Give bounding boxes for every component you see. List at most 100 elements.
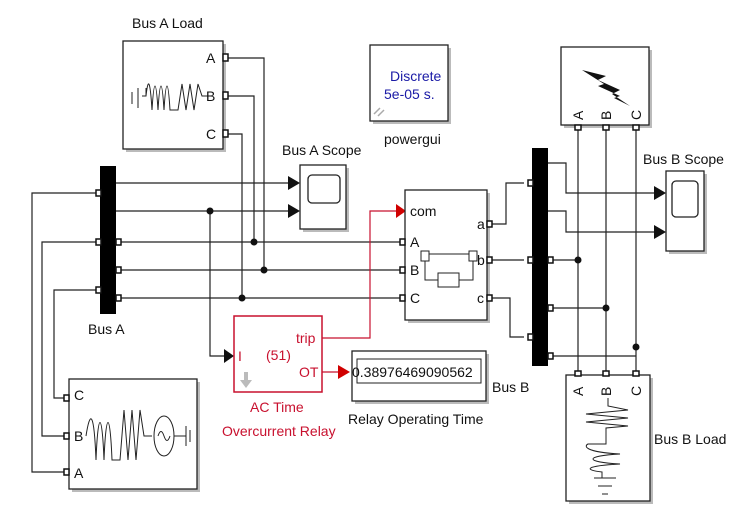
breaker-switch-icon <box>420 250 478 288</box>
port-a[interactable] <box>574 124 582 131</box>
bus-a-label: Bus A <box>88 321 125 337</box>
port-a[interactable] <box>486 220 493 228</box>
port-b[interactable] <box>602 370 610 377</box>
relay-label-1: AC Time <box>250 399 304 415</box>
bus-a-load-block[interactable]: Bus A Load A B C <box>122 15 229 152</box>
bus-a-scope-block[interactable]: Bus A Scope <box>282 142 362 232</box>
port-label-c: c <box>477 290 484 306</box>
port-label-b: B <box>206 88 215 104</box>
port-c[interactable] <box>222 129 229 138</box>
arrow-busa-scope-1 <box>288 176 300 190</box>
port-label-b: B <box>598 387 614 396</box>
wire-busb-scope-2 <box>548 210 656 233</box>
source-box[interactable] <box>68 378 198 490</box>
scope-screen-icon <box>307 174 341 204</box>
arrow-busa-scope-2 <box>288 204 300 218</box>
junction-dot <box>250 238 258 246</box>
port-C[interactable] <box>399 294 406 302</box>
bus-b-scope-label: Bus B Scope <box>643 151 724 167</box>
relay-block[interactable]: I (51) trip OT AC Time Overcurrent Relay <box>222 315 336 439</box>
junctions <box>206 207 640 351</box>
breaker-block[interactable]: com A B C a b c <box>399 189 493 323</box>
bus-b-load-box[interactable] <box>565 374 651 502</box>
wire-source-c <box>53 289 96 399</box>
port[interactable] <box>527 333 534 341</box>
port[interactable] <box>547 256 554 264</box>
port[interactable] <box>527 179 534 187</box>
port-label-b: b <box>477 252 485 268</box>
display-block[interactable]: 0.38976469090562 Relay Operating Time <box>348 350 489 427</box>
bus-a-bar[interactable] <box>100 166 116 314</box>
port-b[interactable] <box>486 256 493 264</box>
junction-dot <box>632 343 640 351</box>
bus-a-load-box[interactable] <box>122 40 224 150</box>
down-arrow-icon <box>240 372 252 388</box>
bus-b-block[interactable]: Bus B <box>492 148 554 395</box>
port-label-a: A <box>570 110 586 120</box>
port[interactable] <box>95 189 102 197</box>
port-b[interactable] <box>63 432 70 440</box>
port-b[interactable] <box>222 91 229 100</box>
relay-box[interactable] <box>233 315 323 393</box>
bus-a-block[interactable]: Bus A <box>88 166 125 337</box>
wire-source-b <box>41 241 96 437</box>
port-a[interactable] <box>574 370 582 377</box>
port[interactable] <box>95 286 102 294</box>
link-icon <box>373 107 385 117</box>
port-c[interactable] <box>486 294 493 302</box>
port[interactable] <box>527 256 534 264</box>
bus-b-load-block[interactable]: A B C Bus B Load <box>565 370 726 504</box>
arrow-busb-scope-2 <box>654 225 666 239</box>
port-b[interactable] <box>602 124 610 131</box>
arrow-relay-in <box>224 349 234 363</box>
port-c[interactable] <box>632 370 640 377</box>
port-label-A: A <box>410 234 420 250</box>
port-label-b: B <box>74 428 83 444</box>
powergui-box[interactable] <box>369 44 449 122</box>
rl-source-icon <box>85 409 152 461</box>
port[interactable] <box>115 294 122 302</box>
wire-source-a <box>31 192 96 473</box>
display-label: Relay Operating Time <box>348 411 484 427</box>
port-A[interactable] <box>399 238 406 246</box>
arrow-ot <box>338 365 350 379</box>
port[interactable] <box>547 304 554 312</box>
wire-busa-load-b <box>228 95 255 242</box>
wire-brk-c <box>490 297 524 338</box>
wires <box>31 57 656 473</box>
source-block[interactable]: C B A <box>63 378 200 492</box>
arrow-com <box>396 204 406 218</box>
relay-operating-time-value: 0.38976469090562 <box>352 364 473 380</box>
junction-dot <box>238 294 246 302</box>
relay-input-label: I <box>238 348 242 364</box>
port-label-C: C <box>410 290 420 306</box>
port-label-a: A <box>74 465 84 481</box>
port-a[interactable] <box>222 53 229 62</box>
bus-a-scope-label: Bus A Scope <box>282 142 362 158</box>
port-label-com: com <box>410 203 436 219</box>
port-c[interactable] <box>63 394 70 402</box>
port-label-c: C <box>206 126 216 142</box>
relay-label-2: Overcurrent Relay <box>222 423 336 439</box>
port-label-a: A <box>570 386 586 396</box>
scope-screen-icon <box>671 180 699 218</box>
wire-busa-load-c <box>228 133 243 298</box>
port[interactable] <box>547 352 554 360</box>
fault-block[interactable]: A B C <box>560 46 652 131</box>
port-B[interactable] <box>399 266 406 274</box>
bus-b-bar[interactable] <box>532 148 548 366</box>
bus-b-scope-block[interactable]: Bus B Scope <box>643 151 724 254</box>
port[interactable] <box>115 266 122 274</box>
wire-relay-input <box>209 211 226 357</box>
port[interactable] <box>95 238 102 246</box>
bus-a-load-label: Bus A Load <box>132 15 203 31</box>
port-label-c: C <box>74 387 84 403</box>
port-a[interactable] <box>63 468 70 476</box>
port[interactable] <box>115 238 122 246</box>
rlc-load-icon <box>585 398 629 495</box>
powergui-block[interactable]: Discrete 5e-05 s. powergui <box>369 44 451 147</box>
sine-icon <box>157 431 171 441</box>
bus-b-load-label: Bus B Load <box>654 431 726 447</box>
lightning-icon <box>582 70 630 106</box>
port-c[interactable] <box>632 124 640 131</box>
